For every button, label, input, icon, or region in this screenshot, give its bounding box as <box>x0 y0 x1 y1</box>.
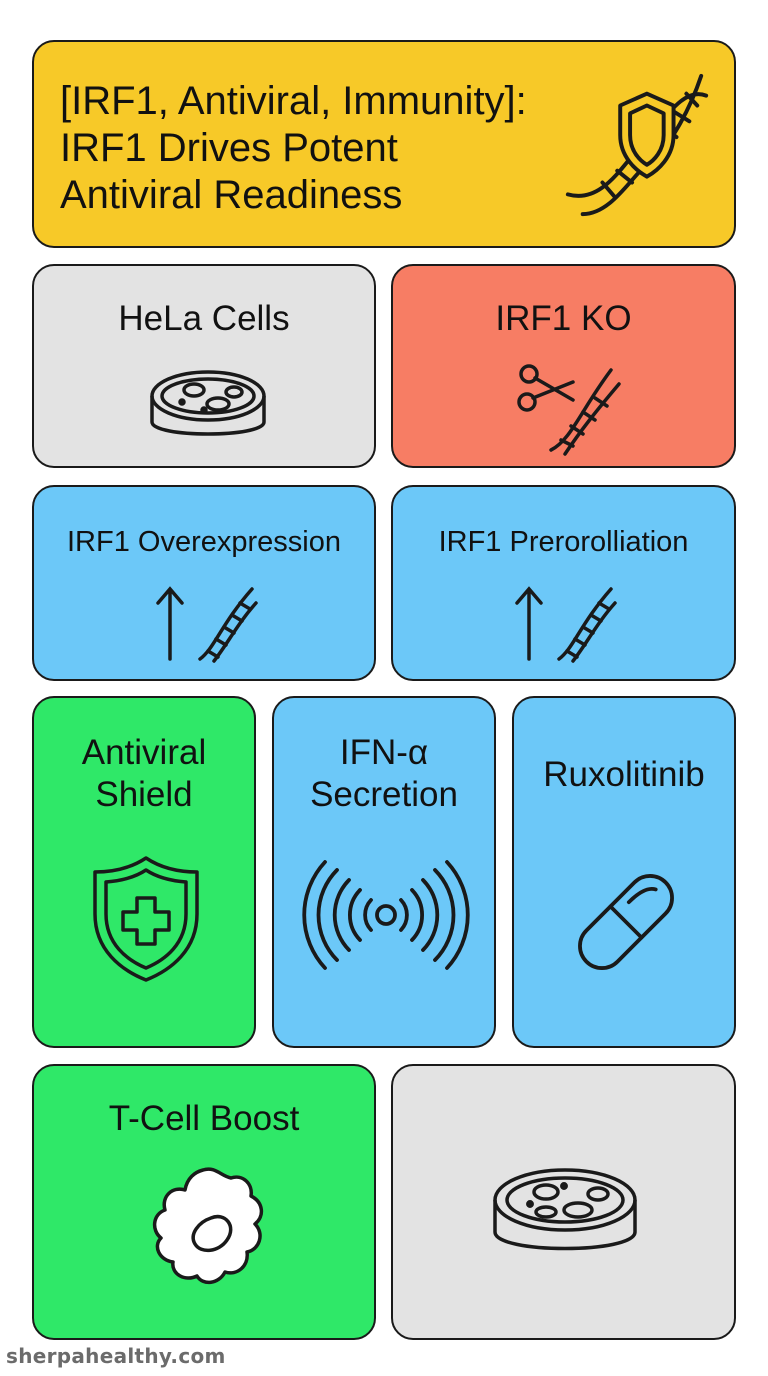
panel-antiviral-shield: Antiviral Shield <box>32 696 256 1048</box>
shield-cross-icon <box>93 856 199 982</box>
panel-label: T-Cell Boost <box>108 1099 300 1138</box>
signal-waves-icon <box>302 860 470 970</box>
title-line-1: [IRF1, Antiviral, Immunity]: <box>60 79 527 123</box>
arrow-up-dna-icon <box>515 586 617 663</box>
petri-dish-icon <box>150 370 266 436</box>
capsule-icon <box>578 874 674 970</box>
panel-label: Ruxolitinib <box>543 755 705 794</box>
petri-dish-icon <box>493 1168 637 1251</box>
panel-label: IFN-α Secretion <box>274 732 494 816</box>
panel-label: IRF1 Overexpression <box>67 526 341 558</box>
dna-scissors-icon <box>517 364 621 456</box>
panel-ifn-alpha-secretion: IFN-α Secretion <box>272 696 496 1048</box>
panel-label: HeLa Cells <box>118 299 290 338</box>
watermark: sherpahealthy.com <box>6 1344 226 1368</box>
panel-hela-cells: HeLa Cells <box>32 264 376 468</box>
panel-label-line-1: IFN-α <box>339 733 429 772</box>
dna-shield-icon <box>565 73 709 217</box>
page-title: [IRF1, Antiviral, Immunity]: IRF1 Drives… <box>60 78 527 219</box>
panel-irf1-ko: IRF1 KO <box>391 264 736 468</box>
header-banner: [IRF1, Antiviral, Immunity]: IRF1 Drives… <box>32 40 736 248</box>
title-line-3: Antiviral Readiness <box>60 173 403 217</box>
panel-label-line-2: Shield <box>95 775 193 814</box>
panel-label: IRF1 Prerorolliation <box>438 526 689 558</box>
panel-irf1-overexpression: IRF1 Overexpression <box>32 485 376 681</box>
panel-label: Antiviral Shield <box>34 732 254 816</box>
panel-label-line-1: Antiviral <box>81 733 207 772</box>
panel-t-cell-boost: T-Cell Boost <box>32 1064 376 1340</box>
title-line-2: IRF1 Drives Potent <box>60 126 398 170</box>
panel-irf1-prerorolliation: IRF1 Prerorolliation <box>391 485 736 681</box>
panel-ruxolitinib: Ruxolitinib <box>512 696 736 1048</box>
panel-petri-dish <box>391 1064 736 1340</box>
t-cell-icon <box>152 1167 264 1285</box>
arrow-up-dna-icon <box>156 586 258 663</box>
panel-label: IRF1 KO <box>495 299 632 338</box>
panel-label-line-2: Secretion <box>310 775 458 814</box>
